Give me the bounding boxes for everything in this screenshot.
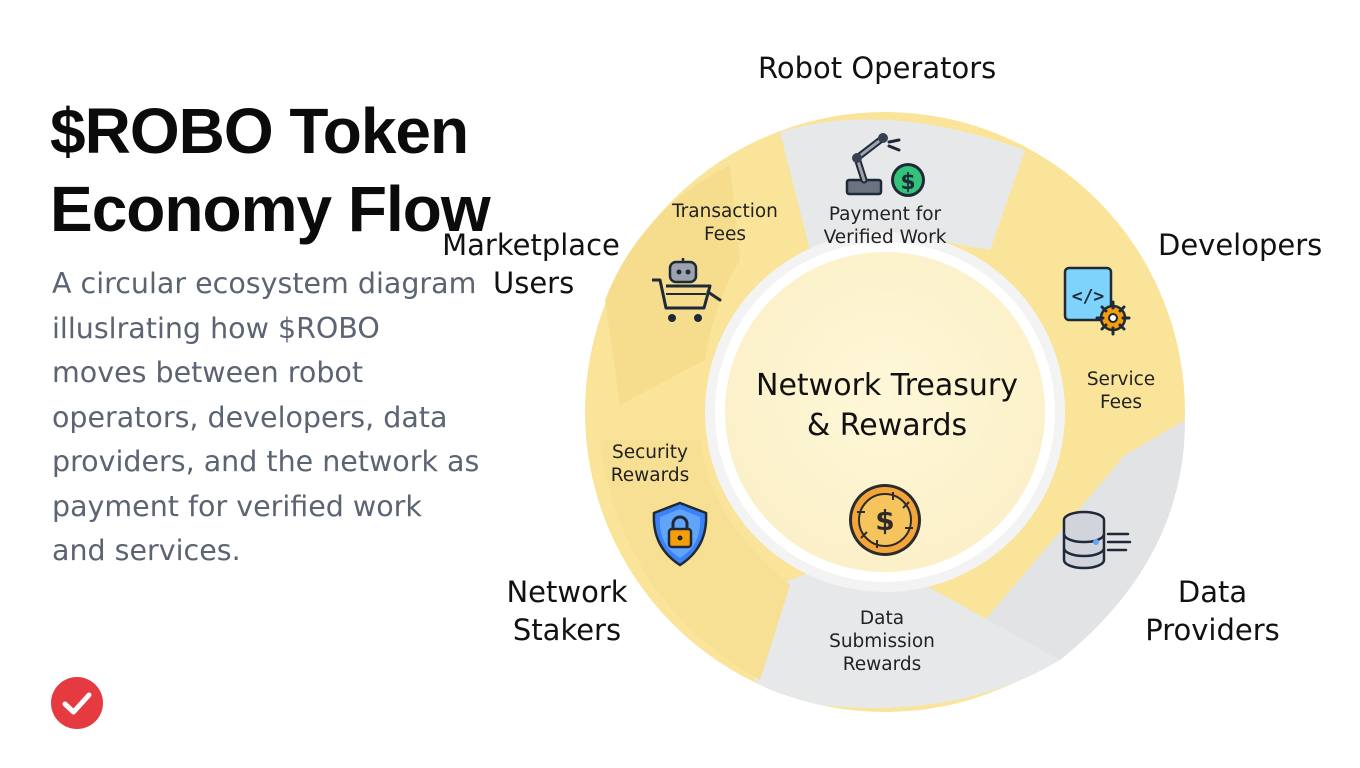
stakeholder-label: Robot Operators bbox=[758, 51, 997, 85]
stakeholder-label: Marketplace bbox=[442, 228, 620, 262]
description-line: A circular ecosystem diagram bbox=[52, 267, 477, 300]
center-label-line-1: Network Treasury bbox=[756, 368, 1018, 403]
stakeholder-label: Providers bbox=[1145, 613, 1280, 647]
flow-label: Security bbox=[612, 442, 688, 463]
ring-segment-bottom bbox=[735, 560, 1060, 708]
code-gear-icon: </> bbox=[1063, 266, 1131, 336]
stakeholder-developers: Developers bbox=[1158, 226, 1322, 264]
flow-label: Payment for bbox=[828, 204, 942, 225]
flow-label: Fees bbox=[703, 224, 747, 245]
flow-label: Rewards bbox=[842, 654, 922, 675]
description-line: operators, developers, data bbox=[52, 400, 448, 434]
description-line: providers, and the network as bbox=[52, 445, 480, 478]
flow-transaction-fees: Transaction Fees bbox=[665, 200, 785, 246]
description-line: illuslrating how $ROBO bbox=[52, 311, 380, 345]
svg-text:</>: </> bbox=[1072, 286, 1105, 307]
checkmark-badge-icon bbox=[51, 677, 103, 729]
stakeholder-marketplace-users: Marketplace Users bbox=[436, 226, 626, 302]
flow-payment: Payment for Verified Work bbox=[815, 203, 955, 249]
flow-service-fees: Service Fees bbox=[1076, 368, 1166, 414]
flow-label: Data bbox=[859, 608, 905, 629]
flow-security-rewards: Security Rewards bbox=[600, 441, 700, 487]
center-label: Network Treasury & Rewards bbox=[727, 366, 1047, 446]
title-line-1: $ROBO Token bbox=[50, 95, 469, 167]
stakeholder-network-stakers: Network Stakers bbox=[497, 573, 637, 649]
flow-label: Transaction bbox=[672, 201, 778, 222]
page-title: $ROBO Token Economy Flow bbox=[50, 92, 520, 248]
stakeholder-robot-operators: Robot Operators bbox=[758, 49, 996, 87]
database-icon bbox=[1062, 510, 1132, 570]
coin-dollar-icon: $ bbox=[849, 484, 921, 556]
flow-label: Rewards bbox=[610, 465, 690, 486]
robot-arm-dollar-icon: $ bbox=[845, 133, 925, 197]
robot-shopping-cart-icon bbox=[652, 258, 722, 322]
description-line: and services. bbox=[52, 534, 241, 567]
inner-circle bbox=[705, 232, 1065, 592]
stakeholder-label: Network bbox=[506, 575, 628, 609]
flow-label: Service bbox=[1086, 369, 1156, 390]
title-line-2: Economy Flow bbox=[50, 173, 491, 245]
flow-label: Verified Work bbox=[823, 227, 947, 248]
flow-data-rewards: Data Submission Rewards bbox=[817, 607, 947, 676]
svg-text:$: $ bbox=[900, 170, 915, 195]
stakeholder-label: Data bbox=[1177, 575, 1248, 609]
stakeholder-label: Stakers bbox=[512, 613, 622, 647]
description-line: moves between robot bbox=[52, 356, 364, 389]
shield-lock-icon bbox=[652, 501, 708, 567]
svg-text:$: $ bbox=[875, 504, 894, 537]
center-label-line-2: & Rewards bbox=[806, 408, 968, 443]
description-line: payment for verified work bbox=[52, 489, 422, 523]
ring-segment-lower-left bbox=[600, 440, 790, 680]
flow-label: Fees bbox=[1099, 392, 1143, 413]
stakeholder-label: Users bbox=[493, 266, 575, 300]
description: A circular ecosystem diagram illuslratin… bbox=[52, 262, 502, 574]
stakeholder-data-providers: Data Providers bbox=[1140, 573, 1285, 649]
stakeholder-label: Developers bbox=[1158, 228, 1323, 262]
flow-label: Submission bbox=[829, 631, 935, 652]
